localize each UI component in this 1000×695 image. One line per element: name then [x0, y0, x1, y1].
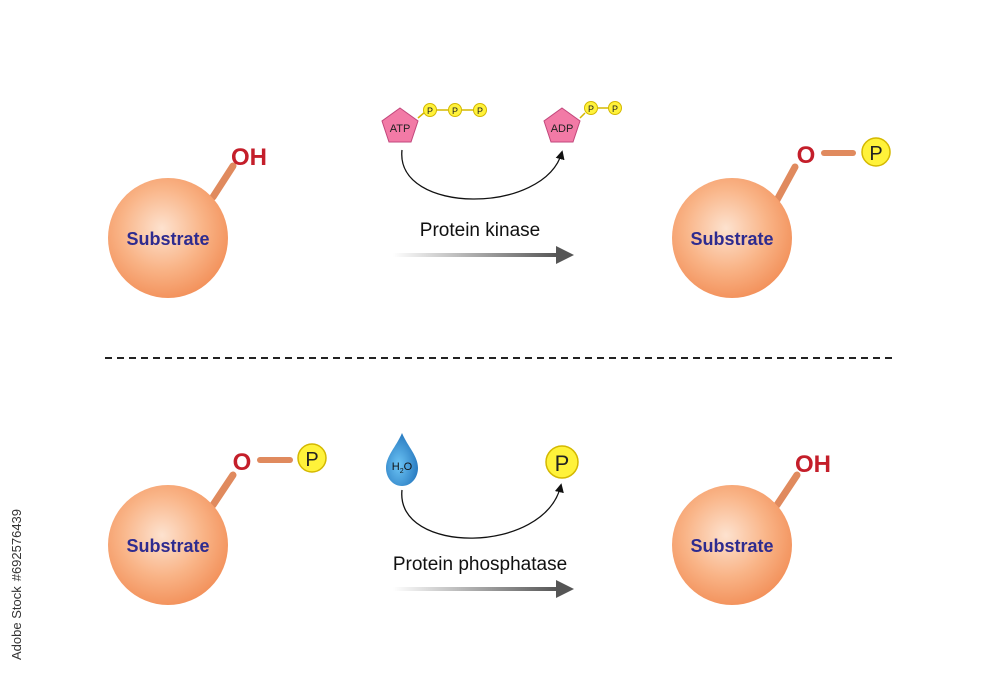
- phosphate-icon: P: [473, 103, 487, 117]
- svg-text:P: P: [588, 104, 594, 114]
- svg-text:P: P: [869, 143, 882, 165]
- atp-molecule: ATP P P P: [381, 103, 487, 143]
- bond-line: [773, 471, 801, 509]
- svg-text:P: P: [477, 106, 483, 116]
- hydroxyl-group: OH: [231, 144, 267, 171]
- bond-line: [209, 471, 237, 509]
- water-drop-icon: H2O: [386, 433, 418, 486]
- substrate-label: Substrate: [690, 229, 773, 249]
- phosphate-icon: P: [545, 445, 579, 479]
- substrate-sphere: [108, 178, 228, 298]
- svg-text:P: P: [612, 104, 618, 114]
- phosphate-icon: P: [608, 101, 622, 115]
- enzyme-label-phosphatase: Protein phosphatase: [393, 554, 567, 575]
- adp-label: ADP: [551, 123, 574, 135]
- phosphate-icon: P: [861, 137, 891, 167]
- adp-molecule: ADP P P: [543, 101, 622, 143]
- atp-label: ATP: [390, 123, 411, 135]
- stock-watermark: Adobe Stock#692576439: [9, 509, 24, 660]
- atp-pentagon: [381, 107, 419, 143]
- substrate-sphere: [108, 485, 228, 605]
- bond-line: [773, 163, 799, 204]
- bond-line: [209, 162, 237, 201]
- svg-text:P: P: [427, 106, 433, 116]
- svg-text:P: P: [452, 106, 458, 116]
- top-left-substrate: Substrate OH: [108, 144, 267, 298]
- substrate-label: Substrate: [126, 229, 209, 249]
- hydroxyl-group: OH: [795, 451, 831, 478]
- phosphate-icon: P: [448, 103, 462, 117]
- oxygen-label: O: [233, 449, 252, 476]
- svg-text:P: P: [305, 449, 318, 471]
- substrate-sphere: [672, 485, 792, 605]
- adp-pentagon: [543, 107, 581, 143]
- bottom-right-substrate: Substrate OH: [672, 451, 831, 605]
- curved-arrow: [401, 483, 564, 539]
- curved-arrow: [401, 149, 565, 200]
- phosphate-icon: P: [297, 443, 327, 473]
- phosphate-icon: P: [423, 103, 437, 117]
- oxygen-label: O: [797, 142, 816, 169]
- released-phosphate: P: [555, 451, 570, 476]
- water-formula: H2O: [392, 461, 413, 475]
- bottom-left-substrate: Substrate O P: [108, 443, 327, 605]
- enzyme-label-kinase: Protein kinase: [420, 220, 540, 241]
- substrate-sphere: [672, 178, 792, 298]
- phosphate-icon: P: [584, 101, 598, 115]
- top-right-substrate: Substrate O P: [672, 137, 891, 298]
- reaction-arrow: [393, 246, 574, 264]
- substrate-label: Substrate: [690, 536, 773, 556]
- reaction-arrow: [393, 580, 574, 598]
- substrate-label: Substrate: [126, 536, 209, 556]
